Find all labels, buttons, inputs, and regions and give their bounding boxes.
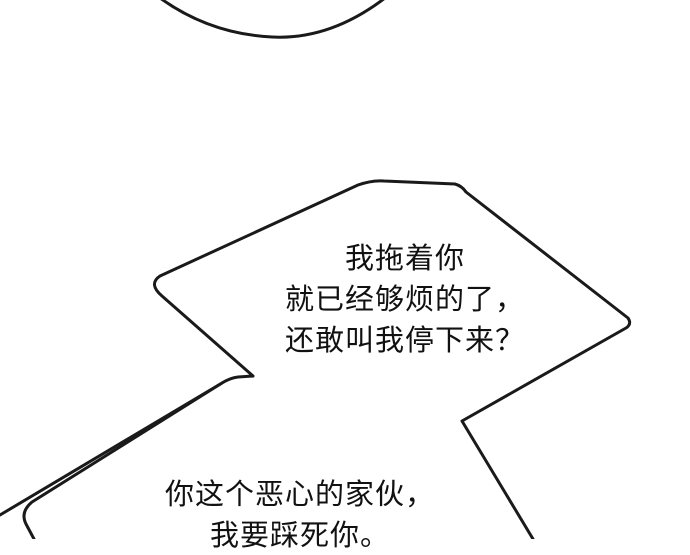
- bubble-text-line: 就已经够烦的了，: [284, 282, 525, 316]
- bubble-text-line: 你这个恶心的家伙，: [164, 477, 435, 511]
- bubble-text-line: 我拖着你: [344, 241, 465, 275]
- bottom-speech-bubble-outline: [22, 381, 224, 539]
- comic-panel-art: [0, 0, 632, 539]
- bubble-text-line: 我要踩死你。: [209, 518, 390, 552]
- top-speech-bubble-outline: [160, 0, 385, 39]
- bubble-text-line: 还敢叫我停下来？: [284, 323, 525, 357]
